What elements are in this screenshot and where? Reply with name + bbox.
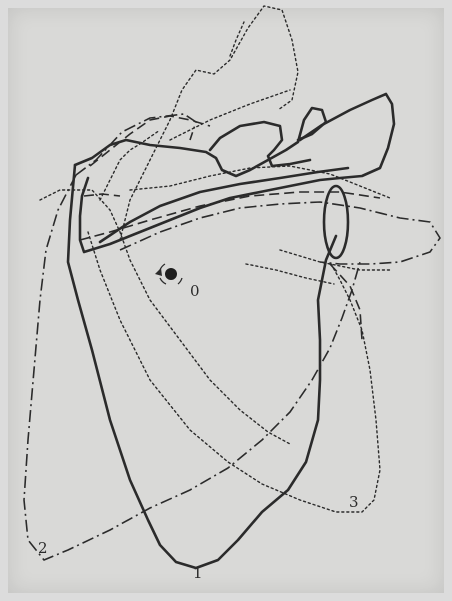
- label-position-1: 1: [193, 564, 203, 582]
- rotation-center-marker: [155, 264, 182, 284]
- rotation-arrowhead: [155, 268, 162, 276]
- rotation-arrow-right: [178, 278, 182, 284]
- outline-dashed: [80, 116, 380, 340]
- outline-position-1-solid: [68, 94, 394, 568]
- label-position-3: 3: [349, 493, 359, 511]
- rotation-arrow-bottom: [160, 278, 166, 284]
- label-position-2: 2: [38, 539, 48, 557]
- label-center: 0: [190, 282, 200, 300]
- center-dot: [165, 268, 177, 280]
